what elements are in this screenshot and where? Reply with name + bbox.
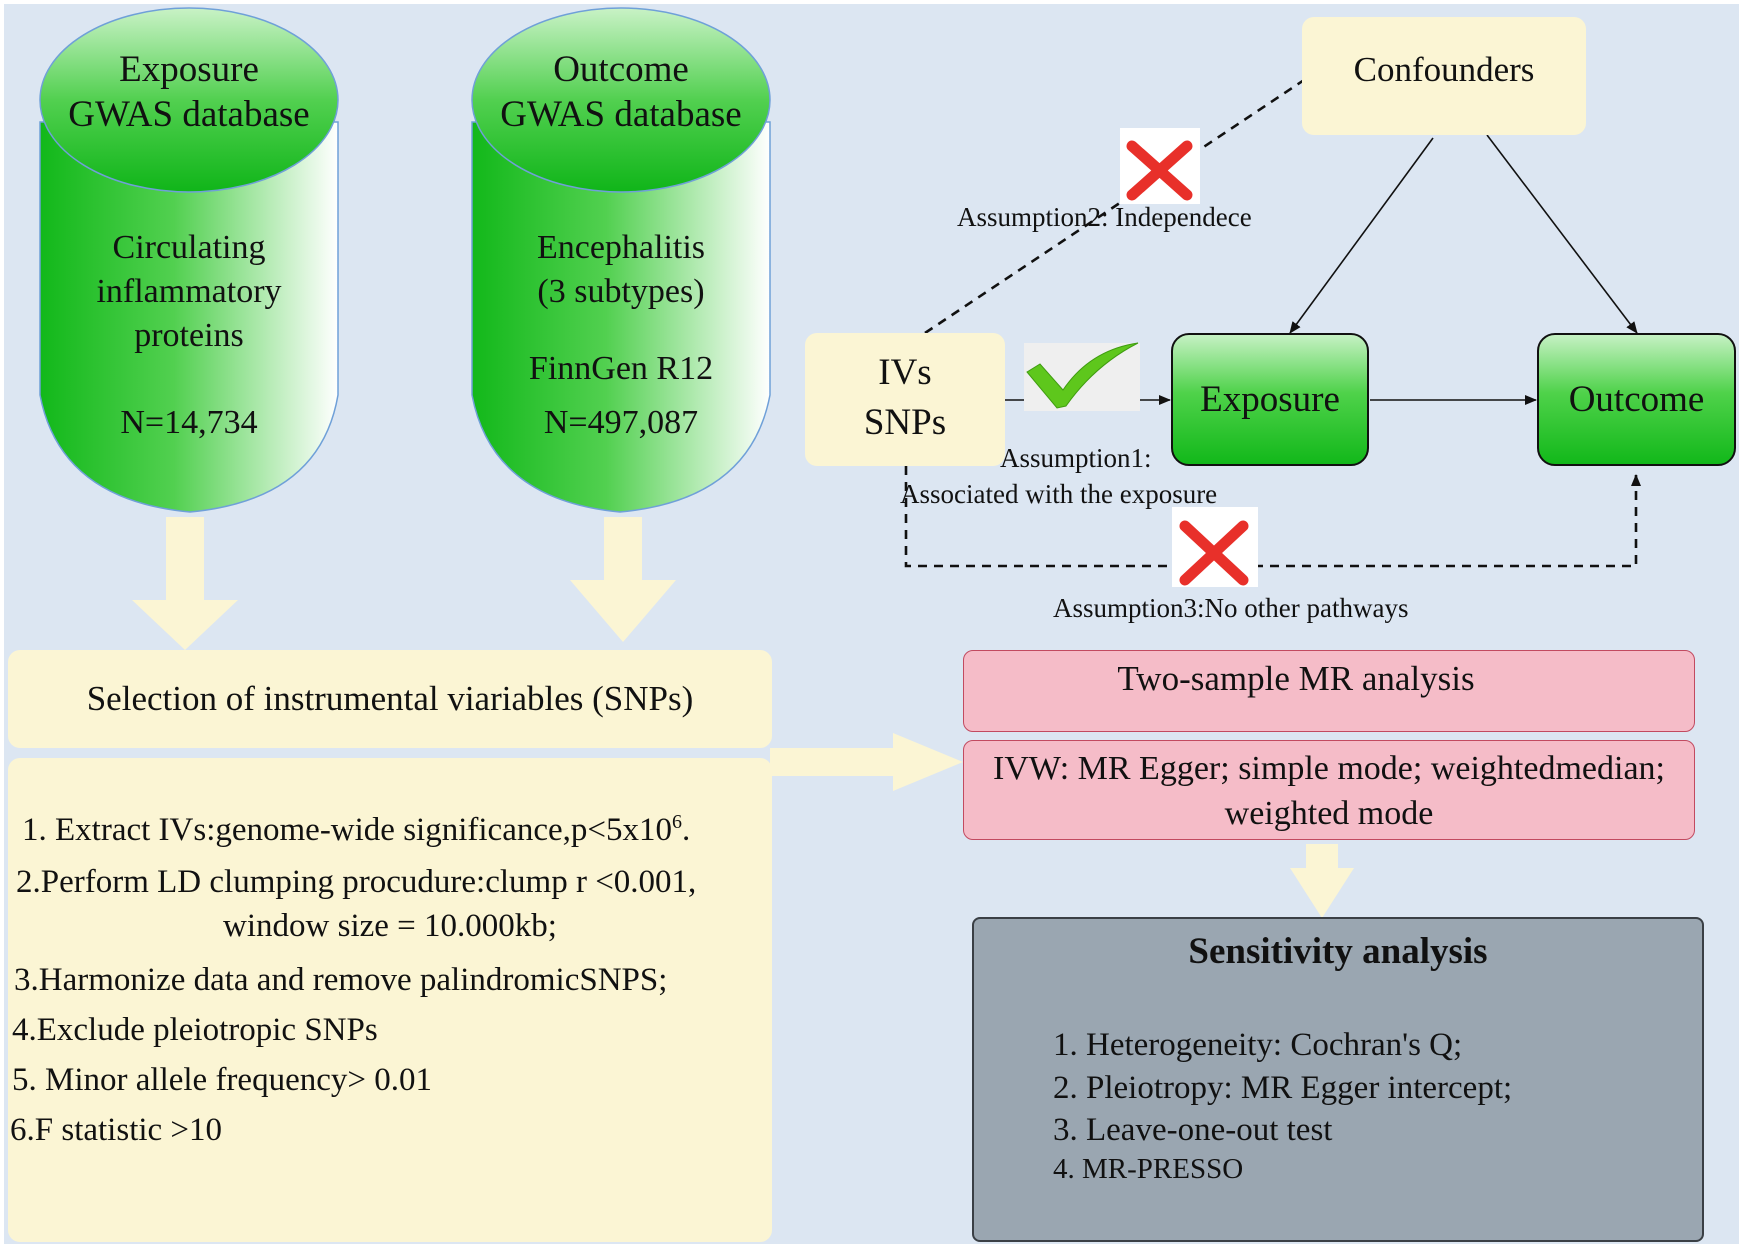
exposure-db-n: N=14,734 [120, 404, 258, 441]
sensitivity-item-2: 2. Pleiotropy: MR Egger intercept; [1053, 1070, 1513, 1106]
confounders-label: Confounders [1353, 50, 1535, 89]
assumption-1-label-line2: Associated with the exposure [900, 479, 1218, 509]
outcome-db-body: Encephalitis (3 subtypes) [472, 226, 770, 314]
exposure-node-label: Exposure [1200, 379, 1340, 420]
selection-step-1-text: 1. Extract IVs:genome-wide significance,… [22, 812, 672, 848]
sensitivity-box [972, 917, 1704, 1242]
exposure-db-body-line2: inflammatory [96, 273, 282, 311]
outcome-cylinder-top [471, 7, 771, 193]
outcome-node-label: Outcome [1568, 379, 1705, 420]
selection-step-2-line1: 2.Perform LD clumping procudure:clump r … [16, 864, 697, 900]
mr-methods-box [963, 740, 1695, 840]
outcome-db-body-line1: Encephalitis [536, 229, 706, 266]
selection-step-1: 1. Extract IVs:genome-wide significance,… [22, 810, 690, 850]
exposure-cylinder-top [39, 7, 339, 193]
selection-step-3: 3.Harmonize data and remove palindromicS… [14, 962, 668, 998]
ivs-label-line1: IVs [878, 352, 932, 393]
arrow-confounders-to-exposure [1289, 137, 1434, 334]
outcome-db-title: Outcome GWAS database [472, 47, 770, 137]
selection-step-5: 5. Minor allele frequency> 0.01 [12, 1062, 432, 1098]
selection-step-2-line2: window size = 10.000kb; [223, 908, 557, 944]
outcome-db-source: FinnGen R12 [528, 350, 714, 387]
mr-title: Two-sample MR analysis [1117, 659, 1475, 698]
arrow-confounders-to-outcome [1486, 134, 1638, 334]
outcome-db-n: N=497,087 [543, 404, 699, 441]
exposure-db-body-line1: Circulating [112, 229, 266, 266]
arrow-ivs-to-outcome [904, 466, 1641, 568]
outcome-cylinder-body [471, 121, 771, 513]
selection-step-1-exponent: 6 [672, 811, 682, 833]
exposure-db-body-line3: proteins [134, 317, 244, 355]
cross-background-1 [1120, 128, 1200, 204]
selection-title-box [8, 650, 772, 748]
mr-title-box [963, 650, 1695, 732]
exposure-db-body: Circulating inflammatory proteins [40, 226, 338, 359]
selection-step-4: 4.Exclude pleiotropic SNPs [12, 1012, 378, 1048]
sensitivity-item-3: 3. Leave-one-out test [1053, 1112, 1333, 1148]
sensitivity-item-1: 1. Heterogeneity: Cochran's Q; [1053, 1027, 1463, 1063]
mr-methods-line2: weighted mode [1224, 794, 1434, 832]
arrow-mr-to-sensitivity [1290, 844, 1354, 918]
mr-methods-line1: IVW: MR Egger; simple mode; weightedmedi… [993, 750, 1665, 787]
selection-step-1-end: . [682, 812, 691, 848]
arrow-outcome-to-selection [570, 517, 676, 642]
selection-step-6: 6.F statistic >10 [10, 1112, 223, 1148]
exposure-cylinder-body [39, 121, 339, 513]
outcome-node [1537, 333, 1736, 466]
arrow-selection-to-mr [770, 733, 963, 791]
exposure-node [1171, 333, 1369, 466]
arrow-exposure-to-selection [132, 517, 238, 650]
outcome-db-title-line2: GWAS database [500, 94, 742, 136]
cross-background-2 [1172, 507, 1258, 587]
assumption-2-label: Assumption2: Independece [957, 202, 1252, 232]
mr-methods: IVW: MR Egger; simple mode; weightedmedi… [963, 747, 1695, 837]
selection-title: Selection of instrumental viariables (SN… [86, 679, 694, 718]
ivs-node [805, 333, 1005, 466]
assumption-1-label-line1: Assumption1: [1000, 443, 1152, 473]
sensitivity-item-4: 4. MR-PRESSO [1053, 1153, 1244, 1185]
outcome-db-body-line2: (3 subtypes) [537, 273, 705, 311]
check-background [1024, 343, 1140, 411]
exposure-db-title-line2: GWAS database [68, 94, 310, 136]
outcome-db-title-line1: Outcome [553, 49, 689, 90]
assumption-3-label: Assumption3:No other pathways [1053, 593, 1409, 623]
exposure-db-title-line1: Exposure [119, 49, 259, 90]
confounders-node [1302, 17, 1586, 135]
selection-steps-box [8, 758, 772, 1242]
sensitivity-title: Sensitivity analysis [1188, 931, 1488, 972]
ivs-label-line2: SNPs [863, 401, 947, 443]
ivs-label: IVs SNPs [805, 348, 1005, 448]
exposure-db-title: Exposure GWAS database [40, 47, 338, 137]
